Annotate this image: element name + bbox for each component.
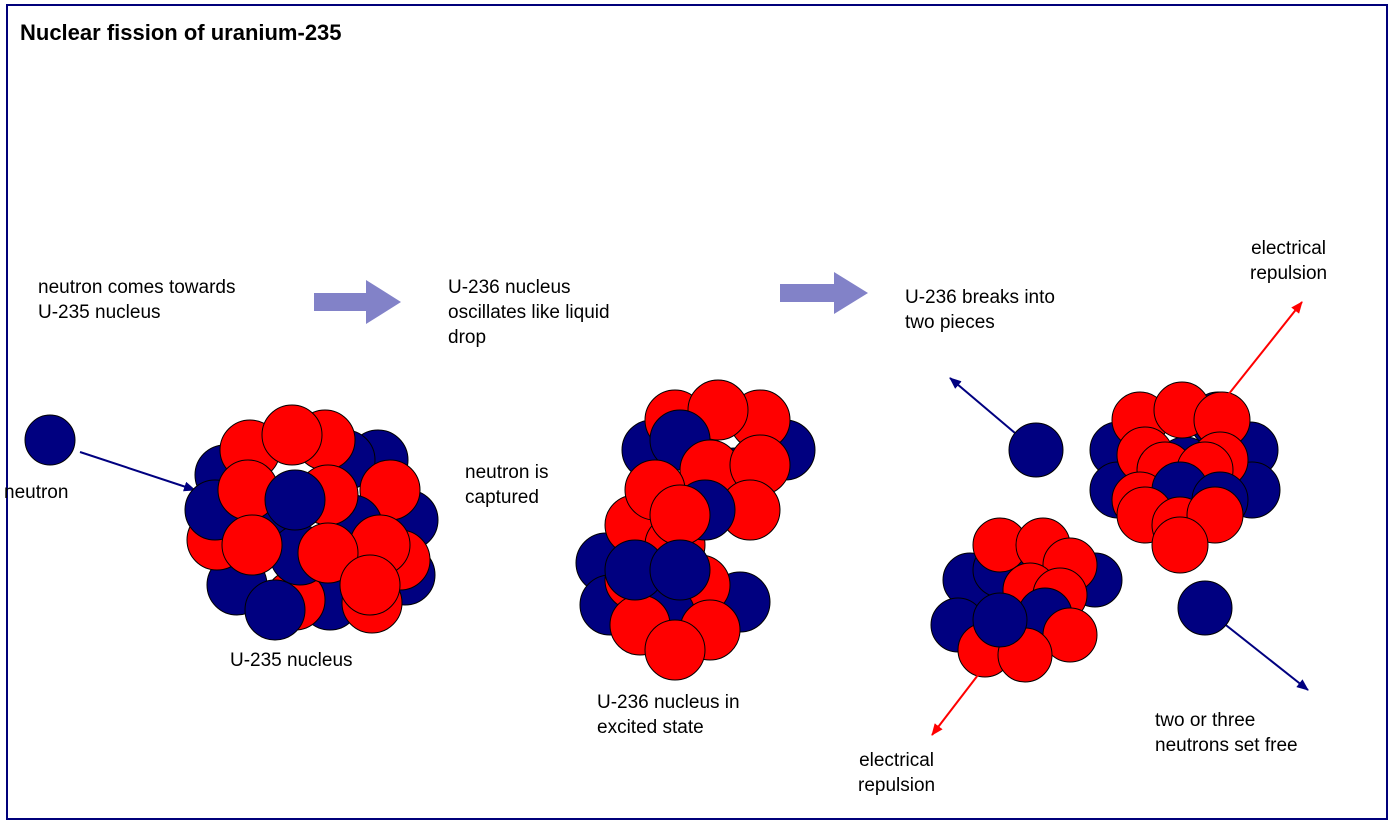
u236-excited-nucleus <box>575 379 816 681</box>
process-arrow-1 <box>314 280 401 324</box>
label-u235-nucleus: U-235 nucleus <box>230 650 353 671</box>
label-repulsion-bottom: electrical repulsion <box>858 750 936 796</box>
neutron-path-arrow <box>79 451 196 492</box>
proton-ball <box>339 554 401 616</box>
diagram-title: Nuclear fission of uranium-235 <box>20 20 342 45</box>
label-repulsion-top: electrical repulsion <box>1250 238 1328 284</box>
neutron-ball <box>972 592 1028 648</box>
fission-fragment-upper <box>1089 381 1281 574</box>
label-neutron-approach: neutron comes towards U-235 nucleus <box>38 277 236 323</box>
neutron-ball <box>264 469 326 531</box>
proton-ball <box>1151 516 1209 574</box>
label-oscillation: U-236 nucleus oscillates like liquid dro… <box>448 277 610 348</box>
neutron-ball <box>244 579 306 641</box>
freed-neutron-path-1 <box>949 377 1016 434</box>
freed-neutron-1 <box>1008 422 1064 478</box>
freed-neutron-path-2 <box>1221 621 1309 691</box>
freed-neutron-2 <box>1177 580 1233 636</box>
label-captured: neutron is captured <box>465 462 549 508</box>
label-neutron: neutron <box>4 482 69 503</box>
label-u236-excited: U-236 nucleus in excited state <box>597 692 740 738</box>
proton-ball <box>261 404 323 466</box>
process-arrow-2 <box>780 272 868 314</box>
repulsion-arrow-down <box>931 674 979 736</box>
incoming-neutron <box>24 414 76 466</box>
proton-ball <box>297 522 359 584</box>
label-breakup: U-236 breaks into two pieces <box>905 287 1055 333</box>
proton-ball <box>644 619 706 681</box>
neutron-ball <box>649 539 711 601</box>
repulsion-arrow-up <box>1227 301 1303 396</box>
u235-nucleus <box>184 404 439 641</box>
diagram-frame <box>6 4 1388 820</box>
proton-ball <box>221 514 283 576</box>
fission-fragment-lower <box>930 517 1123 683</box>
label-neutrons-free: two or three neutrons set free <box>1155 710 1298 756</box>
proton-ball <box>649 484 711 546</box>
